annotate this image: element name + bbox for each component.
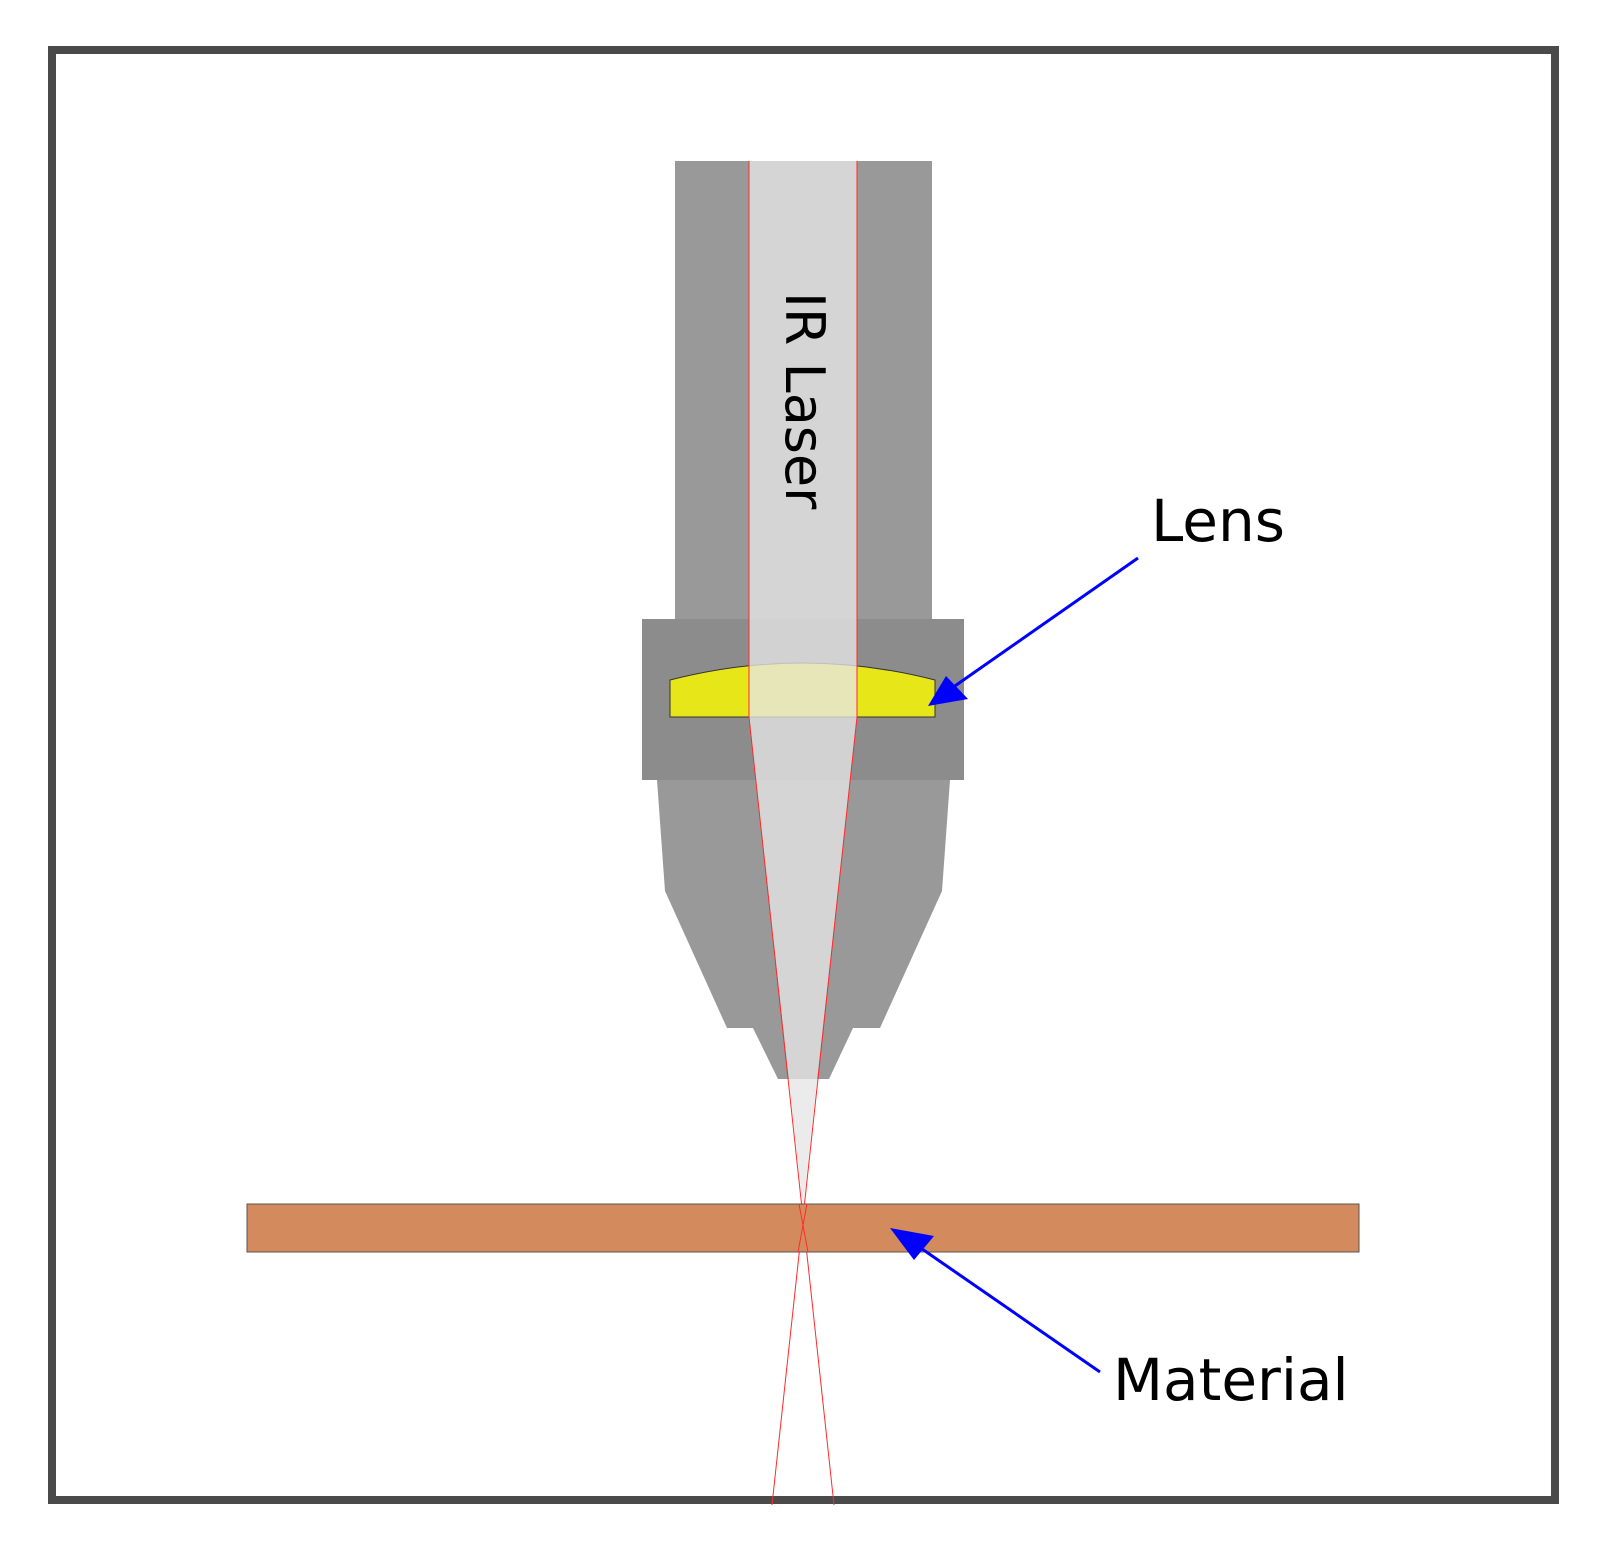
laser-beam (749, 161, 857, 1208)
lens-label: Lens (1151, 487, 1285, 555)
beam-cross-left (798, 1203, 809, 1253)
beam-cross-right (797, 1203, 808, 1253)
beam-edges (748, 161, 858, 1506)
material-pointer-arrow (890, 1228, 1101, 1374)
material-arrow-shaft (911, 1240, 1101, 1374)
material-label: Material (1113, 1346, 1349, 1414)
beam-converge-left (748, 716, 835, 1506)
lens-arrow-head (928, 676, 968, 706)
beam-converge-right (771, 716, 858, 1506)
lens-pointer-arrow (928, 556, 1139, 706)
beam-in-material (797, 1203, 809, 1253)
material-arrow-head (890, 1228, 934, 1260)
lens-arrow-shaft (951, 556, 1139, 690)
beam-label: IR Laser (773, 292, 836, 510)
